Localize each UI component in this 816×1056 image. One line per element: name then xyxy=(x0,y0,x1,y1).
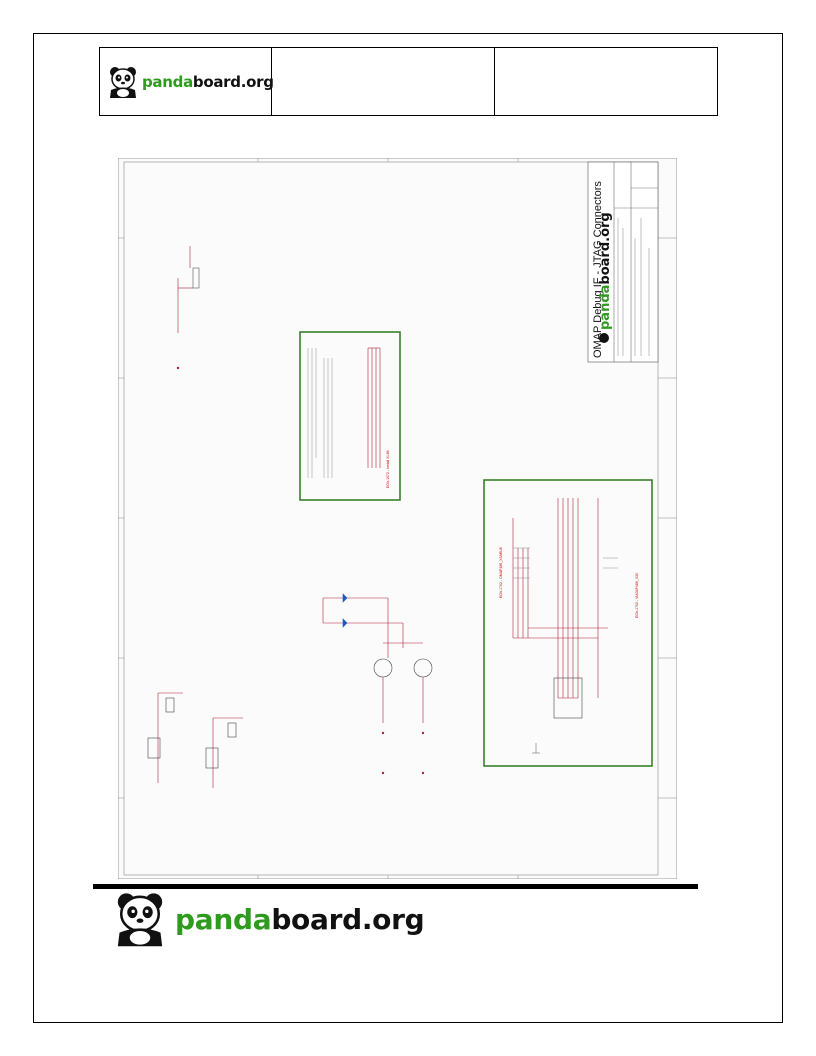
header-logo: pandaboard.org xyxy=(106,65,274,99)
note-box-1: EOh-1072 - Install XI-86 xyxy=(299,331,401,501)
note-box-2-caption-b: EOh-1702 - VIA34P486_X30 xyxy=(635,573,639,618)
top-connector xyxy=(177,246,200,333)
header-table: pandaboard.org xyxy=(99,47,718,116)
footer-logo-suffix: board.org xyxy=(271,902,425,936)
switch-circuits xyxy=(147,692,243,788)
header-cell-right xyxy=(495,48,717,115)
note-box-2-caption-a: EOh-1702 - OMAP486_X3ARU6 xyxy=(499,547,503,598)
note-box-2: EOh-1702 - OMAP486_X3ARU6 EOh-1702 - VIA… xyxy=(483,479,653,767)
title-block-logo: pandaboard.org xyxy=(598,212,613,343)
panda-icon xyxy=(117,893,163,947)
panda-icon xyxy=(110,66,136,98)
header-logo-prefix: panda xyxy=(142,72,193,91)
title-logo-suffix: board.org xyxy=(598,212,613,284)
footer-rule xyxy=(93,884,698,889)
schematic-title: OMAP Debug IF - JTAG Connectors xyxy=(592,181,604,358)
transistor-circuit xyxy=(322,593,433,723)
frame-ticks xyxy=(118,158,677,879)
title-block: OMAP Debug IF - JTAG Connectors pandaboa… xyxy=(587,161,659,363)
header-logo-cell: pandaboard.org xyxy=(100,48,274,115)
footer-logo: pandaboard.org xyxy=(111,890,425,948)
title-logo-prefix: panda xyxy=(598,285,613,330)
page-border xyxy=(33,33,783,1023)
svg-text:pandaboard.org: pandaboard.org xyxy=(598,212,613,330)
schematic-drawing: OMAP Debug IF - JTAG Connectors pandaboa… xyxy=(118,158,677,879)
footer-logo-prefix: panda xyxy=(175,902,272,936)
note-box-1-caption: EOh-1072 - Install XI-86 xyxy=(386,450,390,488)
header-logo-suffix: board.org xyxy=(192,72,274,91)
header-cell-middle xyxy=(272,48,495,115)
